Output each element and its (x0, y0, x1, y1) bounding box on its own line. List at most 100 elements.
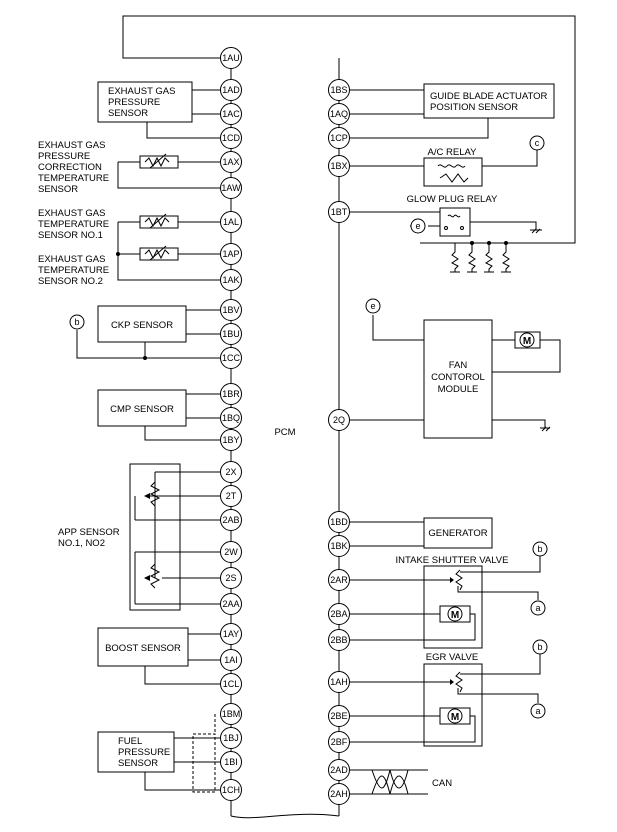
pin-label: 2X (225, 467, 236, 477)
pin-label: 1BT (331, 207, 348, 217)
app-sensor-line1: APP SENSOR (58, 527, 120, 538)
ac-relay: A/C RELAY c (423, 135, 545, 187)
junction-dot (116, 252, 120, 256)
pin-left-1ai (220, 649, 242, 671)
egt1-line2: TEMPERATURE (38, 219, 109, 230)
pin-label: 1AP (222, 249, 239, 259)
connector-a-text: a (535, 603, 540, 613)
pin-right-1bk (328, 535, 350, 557)
pin-left-2x (220, 461, 242, 483)
pin-label: 1AH (330, 677, 348, 687)
pin-label: 2AH (330, 789, 348, 799)
fuel-sensor-line2: PRESSURE (118, 747, 170, 758)
exhaust-gas-temp-sensor-1: EXHAUST GAS TEMPERATURE SENSOR NO.1 (38, 208, 179, 241)
egt1-line1: EXHAUST GAS (38, 208, 105, 219)
left-wiring (76, 15, 576, 793)
pin-left-1bv (220, 299, 242, 321)
boost-sensor: BOOST SENSOR (97, 627, 189, 667)
fan-module-line3: MODULE (438, 384, 479, 395)
junction-dot (143, 356, 147, 360)
glow-plug-relay: GLOW PLUG RELAY e (407, 194, 542, 273)
connector-b-ref (69, 314, 85, 330)
pin-right-1cp (328, 127, 350, 149)
connector-b-text: b (537, 642, 542, 652)
pin-label: 1CH (222, 785, 240, 795)
pin-right-2ba (328, 603, 350, 625)
ckp-sensor-label: CKP SENSOR (111, 320, 173, 331)
pin-label: 1BR (222, 389, 240, 399)
connector-b-ref (532, 541, 548, 557)
right-wiring (350, 89, 561, 795)
ac-relay-label: A/C RELAY (428, 147, 478, 158)
pin-label: 1AW (221, 183, 241, 193)
motor-symbol: M (451, 610, 459, 621)
pin-left-1bu (220, 323, 242, 345)
pin-label: 1BS (330, 85, 347, 95)
pin-label: 2W (224, 547, 238, 557)
connector-a-text: a (535, 706, 540, 716)
egp-sensor-line2: PRESSURE (108, 97, 160, 108)
pin-label: 1AL (223, 217, 239, 227)
pin-label: 1AC (222, 109, 240, 119)
connector-a-ref (530, 703, 546, 719)
cmp-sensor-label: CMP SENSOR (110, 404, 174, 415)
connector-c-ref (529, 135, 545, 151)
pin-left-1by (220, 429, 242, 451)
egpc-line1: EXHAUST GAS (38, 140, 105, 151)
pin-label: 1BV (222, 305, 239, 315)
pin-left-1bi (220, 751, 242, 773)
egpc-line5: SENSOR (38, 184, 78, 195)
pin-left-1ax (220, 151, 242, 173)
generator-label: GENERATOR (428, 528, 487, 539)
pin-label: 1BM (222, 709, 241, 719)
pin-left-1bj (220, 727, 242, 749)
intake-shutter-valve: INTAKE SHUTTER VALVE M b a (396, 541, 548, 649)
fuel-sensor-line1: FUEL (118, 736, 142, 747)
pin-left-1br (220, 383, 242, 405)
guide-blade-line1: GUIDE BLADE ACTUATOR (430, 91, 548, 102)
pin-right-2bf (328, 731, 350, 753)
connector-a-ref (530, 600, 546, 616)
pin-left-2ab (220, 509, 242, 531)
egr-valve-label: EGR VALVE (426, 652, 478, 663)
pin-left-2w (220, 541, 242, 563)
pin-label: 2T (226, 491, 237, 501)
pin-right-1bs (328, 79, 350, 101)
pin-label: 1AU (222, 53, 240, 63)
pin-right-2bb (328, 629, 350, 651)
pin-label: 1CL (223, 679, 240, 689)
pin-left-1ak (220, 269, 242, 291)
connector-b-text: b (537, 544, 542, 554)
egt2-line3: SENSOR NO.2 (38, 276, 103, 287)
egt2-line1: EXHAUST GAS (38, 254, 105, 265)
connector-e-text: e (370, 301, 375, 311)
pin-right-2ah (328, 783, 350, 805)
cmp-sensor: CMP SENSOR (97, 389, 187, 427)
pin-label: 1BY (222, 435, 239, 445)
connector-c-text: c (535, 138, 540, 148)
egpc-line4: TEMPERATURE (38, 173, 109, 184)
pin-left-1ac (220, 103, 242, 125)
intake-shutter-label: INTAKE SHUTTER VALVE (396, 555, 509, 566)
app-sensor-line2: NO.1, NO2 (58, 538, 105, 549)
pin-label: 2BA (330, 609, 347, 619)
pin-label: 2BE (330, 711, 347, 721)
pin-label: 1AK (222, 275, 239, 285)
pcm-body: PCM (230, 58, 340, 819)
pin-label: 1BD (330, 517, 348, 527)
fan-module-line1: FAN (449, 360, 468, 371)
egr-valve: EGR VALVE M b a (423, 639, 548, 747)
pin-left-1cc (220, 347, 242, 369)
pin-right-1aq (328, 103, 350, 125)
pin-label: 1AI (224, 655, 238, 665)
exhaust-gas-pressure-correction-temp-sensor: EXHAUST GAS PRESSURE CORRECTION TEMPERAT… (38, 140, 179, 195)
ckp-sensor: CKP SENSOR b (69, 305, 187, 360)
pin-left-1ap (220, 243, 242, 265)
pin-left-2t (220, 485, 242, 507)
connector-b-text: b (74, 317, 79, 327)
egpc-line3: CORRECTION (38, 162, 102, 173)
pin-right-1bd (328, 511, 350, 533)
fuel-pressure-sensor: FUEL PRESSURE SENSOR (97, 731, 175, 773)
egt1-line3: SENSOR NO.1 (38, 230, 103, 241)
